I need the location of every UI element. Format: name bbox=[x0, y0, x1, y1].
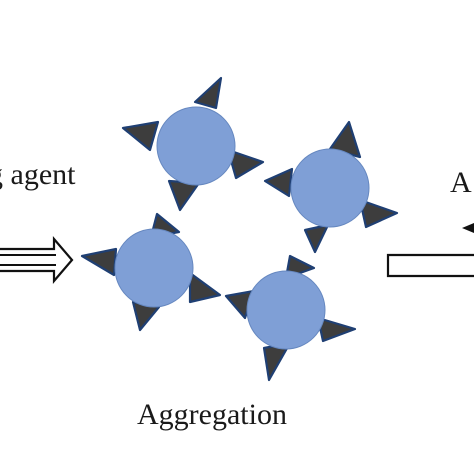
ligand-triangle-icon bbox=[188, 271, 222, 304]
ligand-triangle-icon bbox=[358, 198, 399, 229]
ligand-triangle-icon bbox=[193, 76, 223, 110]
left-label: g agent bbox=[0, 158, 76, 191]
ligand-group bbox=[80, 76, 399, 382]
ligand-triangle-icon bbox=[316, 316, 357, 343]
right-label-tick bbox=[462, 223, 474, 233]
right-arrow-icon bbox=[386, 253, 474, 278]
nanoparticle-icon bbox=[156, 106, 236, 186]
ligand-triangle-icon bbox=[226, 148, 265, 180]
nanoparticle-icon bbox=[246, 270, 326, 350]
nanoparticle-icon bbox=[290, 148, 370, 228]
ligand-triangle-icon bbox=[121, 120, 160, 152]
ligand-triangle-icon bbox=[80, 247, 118, 277]
ligand-triangle-icon bbox=[303, 223, 330, 254]
nanoparticle-icon bbox=[114, 228, 194, 308]
right-label: A bbox=[450, 166, 472, 199]
ligand-triangle-icon bbox=[263, 167, 294, 198]
caption: Aggregation bbox=[137, 398, 287, 431]
particle-group bbox=[114, 106, 370, 350]
left-arrow-icon bbox=[0, 236, 74, 284]
